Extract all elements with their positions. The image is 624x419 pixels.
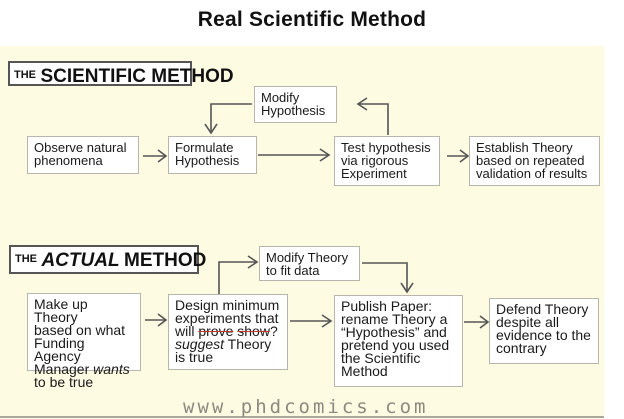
arrow-test-to-modify bbox=[358, 103, 389, 135]
text: Theory bbox=[224, 336, 272, 352]
header-prefix: THE bbox=[14, 69, 36, 81]
box-line: experiments that bbox=[175, 310, 279, 326]
box-line: based on what bbox=[34, 322, 126, 338]
box-design-experiments: Design minimum experiments that will pro… bbox=[168, 294, 288, 370]
box-make-up-theory: Make up Theory based on what Funding Age… bbox=[27, 293, 141, 389]
box-defend-theory: Defend Theory despite all evidence to th… bbox=[489, 298, 599, 364]
page-title: Real Scientific Method bbox=[197, 8, 427, 31]
arrow-modify-to-formulate bbox=[210, 103, 252, 132]
box-line: to fit data bbox=[266, 263, 320, 278]
box-line: Defend Theory bbox=[496, 301, 589, 317]
box-line: based on repeated bbox=[476, 153, 585, 168]
box-publish-paper: Publish Paper: rename Theory a “Hypothes… bbox=[334, 295, 463, 387]
box-line: Manager wants bbox=[34, 361, 134, 377]
box-line: the Scientific bbox=[341, 350, 421, 366]
arrow-design-to-modify bbox=[218, 261, 256, 294]
box-line: pretend you used bbox=[341, 337, 450, 353]
box-line: Method bbox=[341, 363, 388, 379]
footer-url: www.phdcomics.com bbox=[183, 396, 429, 418]
text: ? bbox=[269, 323, 278, 339]
struck-text: prove bbox=[198, 323, 234, 339]
box-line: validation of results bbox=[476, 166, 588, 181]
struck-text: show bbox=[237, 323, 270, 339]
box-line: “Hypothesis” and bbox=[341, 324, 447, 340]
box-formulate: Formulate Hypothesis bbox=[168, 136, 257, 174]
text: Manager bbox=[34, 361, 94, 377]
box-line: Funding Agency bbox=[34, 335, 85, 364]
box-line: Modify Theory bbox=[266, 250, 349, 265]
box-line: Hypothesis bbox=[261, 103, 326, 118]
box-test-hypothesis: Test hypothesis via rigorous Experiment bbox=[334, 136, 440, 186]
header-main: METHOD bbox=[124, 250, 207, 271]
actual-method-header: THE ACTUAL METHOD bbox=[9, 245, 206, 274]
box-line: to be true bbox=[34, 374, 94, 390]
box-line: Modify bbox=[261, 90, 300, 105]
box-line: rename Theory a bbox=[341, 311, 448, 327]
box-line: Experiment bbox=[341, 166, 407, 181]
box-modify-theory: Modify Theory to fit data bbox=[259, 246, 360, 281]
box-line: phenomena bbox=[34, 153, 103, 168]
box-line: Test hypothesis bbox=[341, 140, 431, 155]
box-line: despite all bbox=[496, 314, 560, 330]
box-line: Formulate bbox=[175, 140, 234, 155]
box-line: via rigorous bbox=[341, 153, 409, 168]
header-prefix: THE bbox=[15, 253, 37, 265]
text: will bbox=[175, 323, 199, 339]
header-italic: ACTUAL bbox=[41, 250, 120, 271]
divider bbox=[0, 416, 604, 418]
box-line: Design minimum bbox=[175, 297, 280, 313]
box-line: Observe natural bbox=[34, 140, 127, 155]
box-line: contrary bbox=[496, 340, 547, 356]
box-line: Establish Theory bbox=[476, 140, 573, 155]
box-line: Publish Paper: bbox=[341, 298, 433, 314]
box-line: suggest Theory bbox=[175, 336, 281, 352]
scientific-method-header: THE SCIENTIFIC METHOD bbox=[8, 61, 234, 87]
box-line: is true bbox=[175, 349, 214, 365]
emphasis-text: wants bbox=[93, 361, 130, 377]
box-observe: Observe natural phenomena bbox=[27, 136, 139, 174]
emphasis-text: suggest bbox=[175, 336, 225, 352]
header-main: SCIENTIFIC METHOD bbox=[40, 66, 234, 87]
box-modify-hypothesis: Modify Hypothesis bbox=[254, 86, 337, 123]
arrow-modify-to-publish bbox=[362, 262, 408, 291]
box-line: will prove show? bbox=[175, 323, 281, 339]
box-line: Make up Theory bbox=[34, 296, 88, 325]
box-line: Hypothesis bbox=[175, 153, 240, 168]
box-line: evidence to the bbox=[496, 327, 591, 343]
box-establish-theory: Establish Theory based on repeated valid… bbox=[469, 136, 600, 186]
